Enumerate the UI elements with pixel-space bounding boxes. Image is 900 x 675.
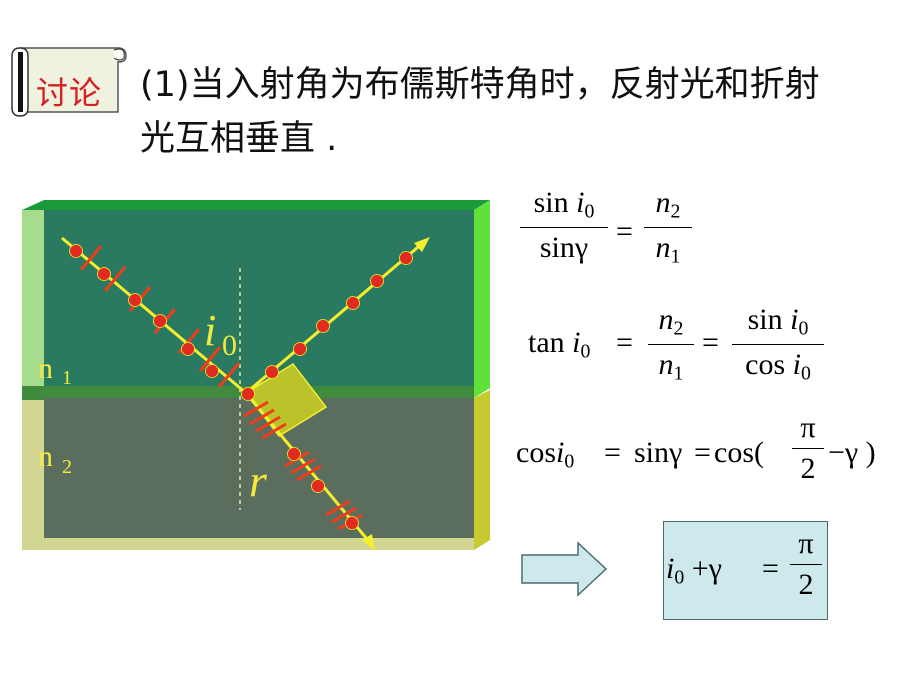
eq3-pi-over-2: π 2 xyxy=(792,411,824,486)
eq2-lhs: tan i0 xyxy=(528,326,591,363)
heading-text: (1)当入射角为布儒斯特角时，反射光和折射光互相垂直 . xyxy=(140,65,820,159)
eq3-minus-gamma: −γ ) xyxy=(828,436,876,469)
eq3-equals-1: = xyxy=(604,436,621,469)
medium-1-label: n xyxy=(38,352,53,385)
eq1-rhs-fraction: n2 n1 xyxy=(644,186,692,268)
result-lhs: i0 +γ xyxy=(666,552,722,589)
incident-polarization-dots xyxy=(69,244,219,378)
medium-1-region xyxy=(44,210,474,398)
result-box xyxy=(663,521,828,620)
eq3-lhs: cosi0 xyxy=(516,436,575,473)
result-pi-over-2: π 2 xyxy=(790,527,822,602)
scroll-icon xyxy=(11,47,127,117)
eq2-fraction-2: sin i0 cos i0 xyxy=(732,303,824,385)
eq2-equals-2: = xyxy=(702,326,719,359)
incident-polarization-ticks xyxy=(79,245,241,388)
right-arrow-icon xyxy=(521,541,608,597)
medium-2-label: n xyxy=(38,440,53,473)
eq2-fraction-1: n2 n1 xyxy=(648,303,694,385)
medium-2-label-sub: 2 xyxy=(62,456,72,478)
eq3-cos-open: cos( xyxy=(714,436,764,469)
refracted-angle-label: r xyxy=(249,455,268,506)
eq3-sin-gamma: sinγ xyxy=(634,436,683,469)
reflected-polarization-dots xyxy=(241,251,413,401)
eq1-lhs-fraction: sin i0 sinγ xyxy=(520,186,608,265)
incident-angle-label: i xyxy=(204,306,216,355)
refracted-polarization-ticks xyxy=(243,400,363,531)
result-equals: = xyxy=(762,552,779,585)
eq3-equals-2: = xyxy=(694,436,711,469)
medium-2-region xyxy=(44,398,474,538)
refracted-polarization-dots xyxy=(287,447,359,530)
eq2-equals-1: = xyxy=(616,326,633,359)
medium-1-label-sub: 1 xyxy=(62,367,72,389)
eq1-equals: = xyxy=(616,215,633,248)
incident-angle-label-sub: 0 xyxy=(222,329,237,362)
discussion-badge: 讨论 xyxy=(36,74,103,112)
